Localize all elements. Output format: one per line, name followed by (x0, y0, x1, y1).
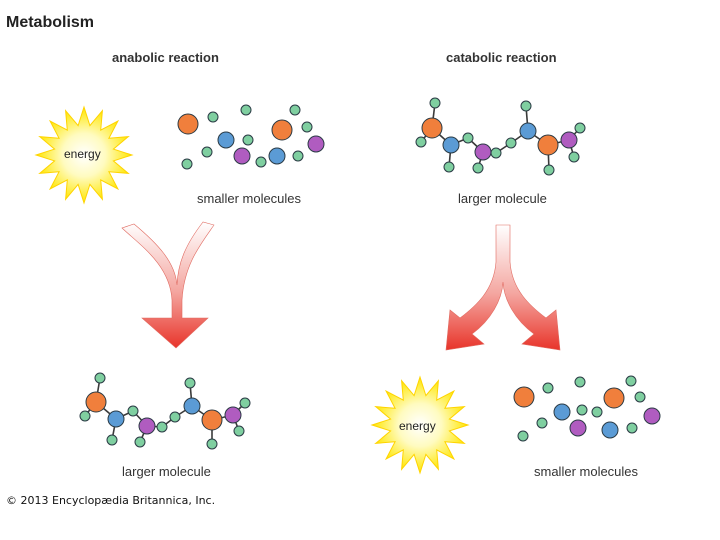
small-molecule-atom (569, 419, 587, 437)
small-molecule-atom (591, 406, 603, 418)
catabolic-large-molecule-atom (474, 143, 492, 161)
small-molecule-atom (542, 382, 554, 394)
anabolic-large-molecule-atom (85, 391, 107, 413)
catabolic-large-molecule-atom (429, 97, 441, 109)
small-molecule-atom (289, 104, 301, 116)
catabolic-large-molecule-atom (442, 136, 460, 154)
anabolic-input-label: smaller molecules (197, 191, 302, 206)
anabolic-merge-arrow (121, 221, 215, 349)
anabolic-large-molecule-atom (94, 372, 106, 384)
small-molecule-atom (217, 131, 235, 149)
small-molecule-atom (240, 104, 252, 116)
small-molecule-atom (576, 404, 588, 416)
anabolic-large-molecule-atom (127, 405, 139, 417)
catabolic-large-molecule-atom (443, 161, 455, 173)
anabolic-energy-burst (34, 105, 134, 205)
small-molecule-atom (307, 135, 325, 153)
small-molecule-atom (625, 375, 637, 387)
catabolic-large-molecule-atom (560, 131, 578, 149)
small-molecule-atom (536, 417, 548, 429)
catabolic-output-label: smaller molecules (534, 464, 639, 479)
anabolic-large-molecule-atom (107, 410, 125, 428)
anabolic-large-molecule-atom (233, 425, 245, 437)
catabolic-large-molecule-atom (490, 147, 502, 159)
anabolic-large-molecule-atom (183, 397, 201, 415)
catabolic-large-molecule-atom (520, 100, 532, 112)
catabolic-heading: catabolic reaction (446, 50, 557, 65)
small-molecule-atom (242, 134, 254, 146)
small-molecule-atom (643, 407, 661, 425)
anabolic-large-molecule-atom (156, 421, 168, 433)
catabolic-split-arrow (445, 224, 561, 351)
small-molecule-atom (517, 430, 529, 442)
catabolic-large-molecule-atom (472, 162, 484, 174)
catabolic-large-molecule-atom (519, 122, 537, 140)
page-title: Metabolism (6, 14, 95, 31)
small-molecule-atom (181, 158, 193, 170)
small-molecule-atom (574, 376, 586, 388)
small-molecule-atom (603, 387, 625, 409)
anabolic-large-molecule-atom (134, 436, 146, 448)
anabolic-output-label: larger molecule (122, 464, 211, 479)
small-molecule-atom (177, 113, 199, 135)
catabolic-large-molecule-atom (574, 122, 586, 134)
small-molecule-atom (601, 421, 619, 439)
small-molecule-atom (626, 422, 638, 434)
small-molecule-atom (201, 146, 213, 158)
anabolic-large-molecule-atom (201, 409, 223, 431)
catabolic-large-molecule-atom (543, 164, 555, 176)
small-molecule-atom (292, 150, 304, 162)
anabolic-large-molecule-atom (224, 406, 242, 424)
small-molecule-atom (268, 147, 286, 165)
small-molecule-atom (513, 386, 535, 408)
anabolic-energy-label: energy (64, 147, 101, 161)
anabolic-large-molecule-atom (239, 397, 251, 409)
catabolic-energy-label: energy (399, 419, 436, 433)
catabolic-large-molecule-atom (568, 151, 580, 163)
anabolic-large-molecule-atom (138, 417, 156, 435)
catabolic-large-molecule-atom (462, 132, 474, 144)
copyright-credit: © 2013 Encyclopædia Britannica, Inc. (6, 494, 216, 507)
anabolic-heading: anabolic reaction (112, 50, 219, 65)
small-molecule-atom (553, 403, 571, 421)
catabolic-large-molecule-atom (415, 136, 427, 148)
catabolic-energy-burst (370, 375, 470, 475)
anabolic-large-molecule-atom (79, 410, 91, 422)
anabolic-large-molecule-atom (106, 434, 118, 446)
anabolic-large-molecule-atom (169, 411, 181, 423)
small-molecule-atom (301, 121, 313, 133)
small-molecule-atom (634, 391, 646, 403)
small-molecule-atom (233, 147, 251, 165)
small-molecule-atom (271, 119, 293, 141)
catabolic-large-molecule-atom (537, 134, 559, 156)
small-molecule-atom (207, 111, 219, 123)
catabolic-input-label: larger molecule (458, 191, 547, 206)
catabolic-large-molecule-atom (505, 137, 517, 149)
small-molecule-atom (255, 156, 267, 168)
catabolic-large-molecule-atom (421, 117, 443, 139)
anabolic-large-molecule-atom (206, 438, 218, 450)
anabolic-large-molecule-atom (184, 377, 196, 389)
